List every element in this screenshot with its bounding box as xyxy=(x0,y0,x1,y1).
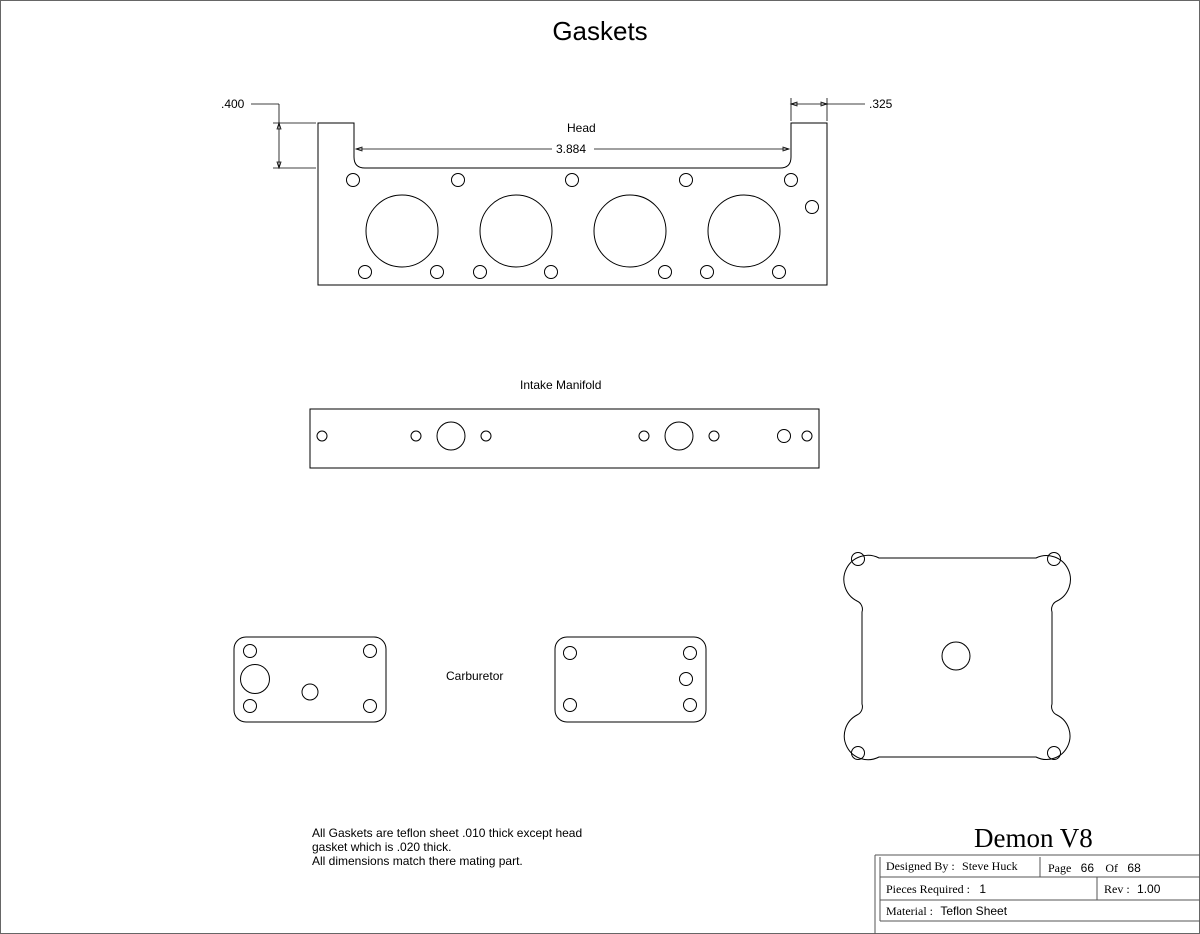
carb-base-bolt-hole xyxy=(1047,552,1061,566)
intake-port xyxy=(664,421,694,451)
carb-bolt-hole xyxy=(683,698,697,712)
dim-arrow xyxy=(782,146,791,152)
head-bolt-hole xyxy=(772,265,786,279)
material-field: Material : Teflon Sheet xyxy=(886,904,1007,919)
total-pages: 68 xyxy=(1127,861,1141,875)
dim-label-400: .400 xyxy=(221,97,245,111)
intake-bolt-hole xyxy=(316,430,328,442)
head-gasket-label: Head xyxy=(567,121,596,135)
carb-left-outline xyxy=(233,636,387,723)
carb-base-bolt-hole xyxy=(851,552,865,566)
designed-by-field: Designed By : Steve Huck xyxy=(886,859,1018,874)
carb-base-bolt-hole xyxy=(851,746,865,760)
dim-label-325: .325 xyxy=(869,97,893,111)
sheet-title: Gaskets xyxy=(552,16,648,46)
carb-bolt-hole xyxy=(679,672,693,686)
head-bolt-hole xyxy=(473,265,487,279)
intake-bolt-hole xyxy=(480,430,492,442)
intake-manifold-label: Intake Manifold xyxy=(520,378,602,392)
carburetor-label: Carburetor xyxy=(446,669,504,683)
designed-by-value: Steve Huck xyxy=(962,859,1018,873)
carburetor-base-gasket xyxy=(843,552,1071,761)
intake-gasket-outline xyxy=(309,408,820,469)
pieces-required-field: Pieces Required : 1 xyxy=(886,882,986,897)
head-bore xyxy=(707,194,781,268)
dim-arrow xyxy=(789,101,798,107)
of-label: Of xyxy=(1105,861,1119,875)
head-bolt-hole xyxy=(679,173,693,187)
intake-manifold-gasket xyxy=(309,408,820,469)
head-bore xyxy=(365,194,439,268)
head-bolt-hole xyxy=(784,173,798,187)
carb-bolt-hole xyxy=(243,644,257,658)
carburetor-gasket-right xyxy=(554,636,707,723)
intake-bolt-hole xyxy=(777,429,791,443)
note-line: All Gaskets are teflon sheet .010 thick … xyxy=(312,826,583,840)
dim-arrow xyxy=(276,161,282,170)
dim-arrow xyxy=(820,101,829,107)
carb-bolt-hole xyxy=(683,646,697,660)
intake-bolt-hole xyxy=(638,430,650,442)
carb-bolt-hole xyxy=(563,646,577,660)
gasket-notes: All Gaskets are teflon sheet .010 thick … xyxy=(312,826,582,868)
carb-bolt-hole xyxy=(363,644,377,658)
head-bolt-hole xyxy=(358,265,372,279)
carb-base-port xyxy=(941,641,971,671)
intake-bolt-hole xyxy=(801,430,813,442)
carb-right-outline xyxy=(554,636,707,723)
page-field: Page 66 Of 68 xyxy=(1048,861,1141,876)
intake-port xyxy=(436,421,466,451)
material-label: Material : xyxy=(886,904,933,918)
head-bolt-hole xyxy=(544,265,558,279)
carb-port xyxy=(240,664,270,694)
intake-bolt-hole xyxy=(708,430,720,442)
head-bolt-hole xyxy=(658,265,672,279)
carb-bolt-hole xyxy=(363,699,377,713)
page-label: Page xyxy=(1048,861,1072,875)
title-block xyxy=(874,854,1200,934)
head-bolt-hole xyxy=(430,265,444,279)
carb-bolt-hole xyxy=(563,698,577,712)
head-gasket-outline xyxy=(317,122,828,286)
revision-field: Rev : 1.00 xyxy=(1104,882,1160,897)
carb-bolt-hole xyxy=(301,683,319,701)
head-bolt-hole xyxy=(700,265,714,279)
carb-base-bolt-hole xyxy=(1047,746,1061,760)
pieces-required-value: 1 xyxy=(979,882,987,896)
designed-by-label: Designed By : xyxy=(886,859,955,873)
rev-value: 1.00 xyxy=(1137,882,1161,896)
material-value: Teflon Sheet xyxy=(940,904,1008,918)
head-bolt-hole xyxy=(805,200,819,214)
head-bore xyxy=(479,194,553,268)
note-line: gasket which is .020 thick. xyxy=(312,840,452,854)
carb-base-outline xyxy=(843,554,1071,761)
project-name: Demon V8 xyxy=(974,823,1093,853)
intake-bolt-hole xyxy=(410,430,422,442)
page-number: 66 xyxy=(1080,861,1095,875)
head-bore xyxy=(593,194,667,268)
carburetor-gasket-left xyxy=(233,636,387,723)
rev-label: Rev : xyxy=(1104,882,1130,896)
head-bolt-hole xyxy=(565,173,579,187)
pieces-required-label: Pieces Required : xyxy=(886,882,970,896)
dim-arrow xyxy=(354,146,363,152)
dim-label-3884: 3.884 xyxy=(556,142,587,156)
note-line: All dimensions match there mating part. xyxy=(312,854,523,868)
dim-arrow xyxy=(276,121,282,130)
head-bolt-hole xyxy=(451,173,465,187)
head-gasket xyxy=(317,122,828,286)
head-bolt-hole xyxy=(346,173,360,187)
head-dimensions xyxy=(251,98,865,170)
carb-bolt-hole xyxy=(243,699,257,713)
